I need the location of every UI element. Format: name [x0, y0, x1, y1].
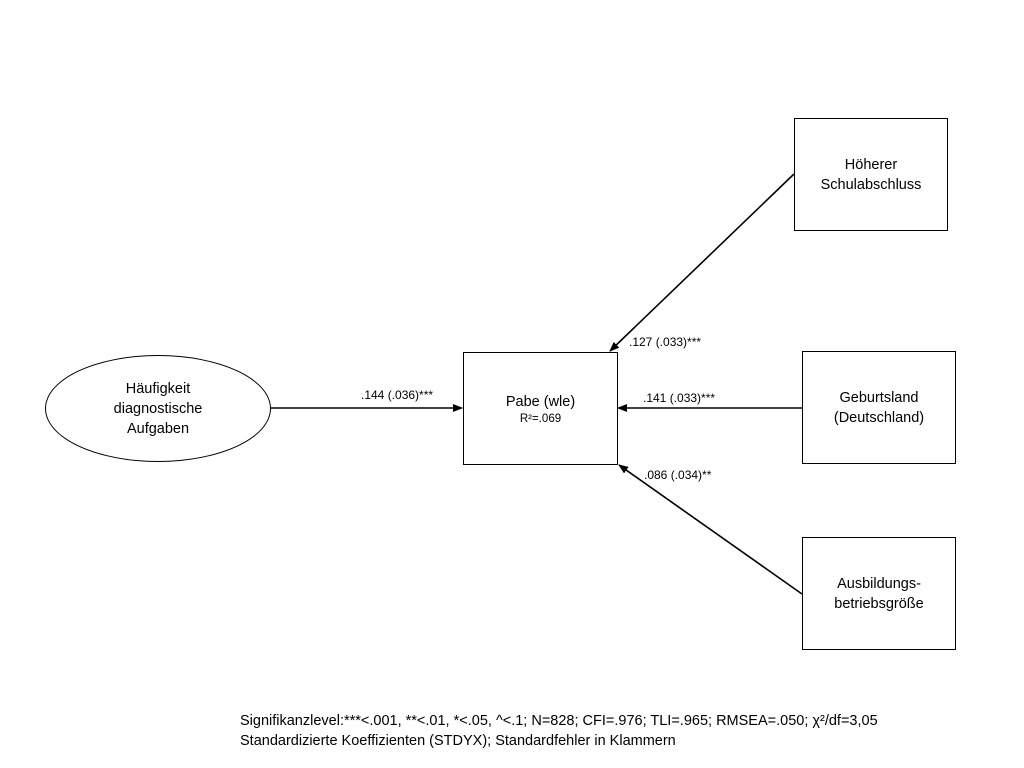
node-label-line: betriebsgröße: [834, 595, 924, 612]
arrow-schulabschluss-to-pabe: [609, 173, 795, 352]
node-label-line: Ausbildungs-: [837, 575, 921, 592]
node-label-line: Geburtsland: [839, 389, 919, 406]
footnote-coefficients: Standardizierte Koeffizienten (STDYX); S…: [240, 733, 676, 749]
node-geburtsland: Geburtsland (Deutschland): [802, 351, 956, 464]
footnote: Signifikanzlevel:***<.001, **<.01, *<.05…: [240, 711, 878, 751]
coef-betriebsgroesse-to-pabe: .086 (.034)**: [644, 468, 712, 482]
node-title: Pabe (wle): [505, 393, 576, 410]
node-label-line: Schulabschluss: [820, 176, 922, 193]
coef-geburtsland-to-pabe: .141 (.033)***: [643, 391, 716, 405]
node-haeufigkeit-diagnostische-aufgaben: Häufigkeit diagnostische Aufgaben: [45, 355, 271, 462]
node-label-line: (Deutschland): [833, 409, 925, 426]
coef-schulabschluss-to-pabe: .127 (.033)***: [629, 335, 702, 349]
node-ausbildungsbetriebsgroesse: Ausbildungs- betriebsgröße: [802, 537, 956, 650]
arrow-betriebsgroesse-to-pabe: [618, 464, 803, 595]
node-pabe-wle: Pabe (wle) R²=.069: [463, 352, 618, 465]
node-label-line: diagnostische: [113, 400, 203, 417]
node-label-line: Höherer: [844, 156, 898, 173]
node-label-line: Aufgaben: [126, 420, 190, 437]
node-r-squared: R²=.069: [519, 412, 562, 425]
coef-haeufigkeit-to-pabe: .144 (.036)***: [361, 388, 434, 402]
node-label-line: Häufigkeit: [125, 380, 191, 397]
footnote-significance: Signifikanzlevel:***<.001, **<.01, *<.05…: [240, 713, 878, 729]
node-hoeherer-schulabschluss: Höherer Schulabschluss: [794, 118, 948, 231]
